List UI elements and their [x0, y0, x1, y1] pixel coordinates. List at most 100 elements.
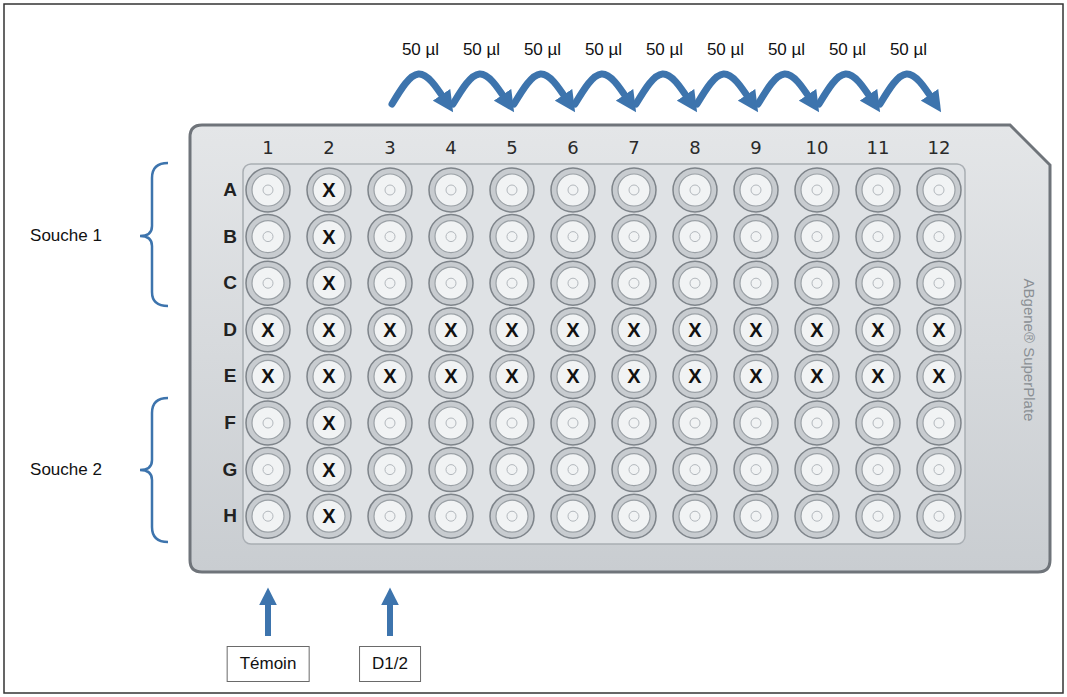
strain-label: Souche 2	[30, 461, 102, 480]
well-rim	[429, 308, 473, 352]
well-bottom	[435, 500, 467, 532]
volume-label: 50 µl	[402, 41, 439, 60]
well-center	[446, 185, 456, 195]
well	[917, 261, 961, 305]
well-rim	[246, 168, 290, 212]
well-bottom	[679, 174, 711, 206]
well-rim	[917, 494, 961, 538]
transfer-arrow	[453, 74, 506, 104]
well	[246, 215, 290, 259]
well-mark: X	[627, 365, 640, 387]
well-bottom	[374, 500, 406, 532]
well-center	[385, 278, 395, 288]
row-letter: F	[224, 413, 236, 434]
transfer-arrow	[514, 74, 567, 104]
well	[612, 401, 656, 445]
well-center	[507, 465, 517, 475]
plate-deck	[243, 164, 965, 544]
well	[795, 401, 839, 445]
row-letter: E	[224, 366, 237, 387]
well	[673, 308, 717, 352]
well-bottom	[618, 221, 650, 253]
well	[612, 215, 656, 259]
well	[673, 354, 717, 398]
well-rim	[307, 261, 351, 305]
well	[490, 401, 534, 445]
caption-box: Témoin	[227, 646, 310, 682]
well	[856, 215, 900, 259]
well-bottom	[923, 454, 955, 486]
well	[795, 354, 839, 398]
well	[551, 215, 595, 259]
well	[734, 494, 778, 538]
well-center	[812, 278, 822, 288]
well-rim	[307, 308, 351, 352]
well-bottom	[740, 314, 772, 346]
well	[307, 308, 351, 352]
well-rim	[490, 401, 534, 445]
pointer-arrow	[387, 600, 393, 636]
well	[795, 494, 839, 538]
well-rim	[856, 401, 900, 445]
well-center	[751, 511, 761, 521]
well	[246, 168, 290, 212]
well-bottom	[374, 221, 406, 253]
well	[673, 448, 717, 492]
well-bottom	[313, 174, 345, 206]
well-rim	[795, 448, 839, 492]
well-mark: X	[322, 226, 335, 248]
well-bottom	[923, 221, 955, 253]
well-mark: X	[688, 365, 701, 387]
well-bottom	[862, 267, 894, 299]
well	[429, 308, 473, 352]
well-rim	[612, 308, 656, 352]
well-bottom	[313, 500, 345, 532]
well	[429, 215, 473, 259]
well-bottom	[862, 314, 894, 346]
volume-label: 50 µl	[890, 41, 927, 60]
well-bottom	[496, 454, 528, 486]
well	[734, 354, 778, 398]
row-letter: D	[223, 319, 237, 340]
well-rim	[368, 308, 412, 352]
well	[307, 215, 351, 259]
volume-label: 50 µl	[829, 41, 866, 60]
well-center	[263, 278, 273, 288]
well-rim	[490, 354, 534, 398]
well-mark: X	[261, 365, 274, 387]
well-rim	[368, 448, 412, 492]
well-center	[873, 232, 883, 242]
well-center	[751, 418, 761, 428]
column-number: 8	[689, 138, 700, 158]
well	[551, 168, 595, 212]
well-bottom	[435, 267, 467, 299]
well-bottom	[618, 267, 650, 299]
well-mark: X	[566, 365, 579, 387]
well-bottom	[801, 221, 833, 253]
strain-bracket	[140, 163, 168, 306]
well-bottom	[496, 360, 528, 392]
well	[368, 401, 412, 445]
well-rim	[795, 401, 839, 445]
well-bottom	[435, 360, 467, 392]
well-bottom	[374, 454, 406, 486]
well	[368, 354, 412, 398]
well-bottom	[313, 314, 345, 346]
well-bottom	[679, 360, 711, 392]
well-mark: X	[932, 319, 945, 341]
well-mark: X	[322, 319, 335, 341]
well-mark: X	[322, 505, 335, 527]
well	[856, 494, 900, 538]
well-bottom	[923, 500, 955, 532]
well-rim	[795, 494, 839, 538]
well-rim	[734, 168, 778, 212]
well	[856, 308, 900, 352]
well	[673, 215, 717, 259]
well-bottom	[679, 407, 711, 439]
well-rim	[490, 168, 534, 212]
well-bottom	[557, 454, 589, 486]
well-rim	[734, 308, 778, 352]
well-bottom	[313, 407, 345, 439]
well-center	[690, 278, 700, 288]
well	[673, 494, 717, 538]
